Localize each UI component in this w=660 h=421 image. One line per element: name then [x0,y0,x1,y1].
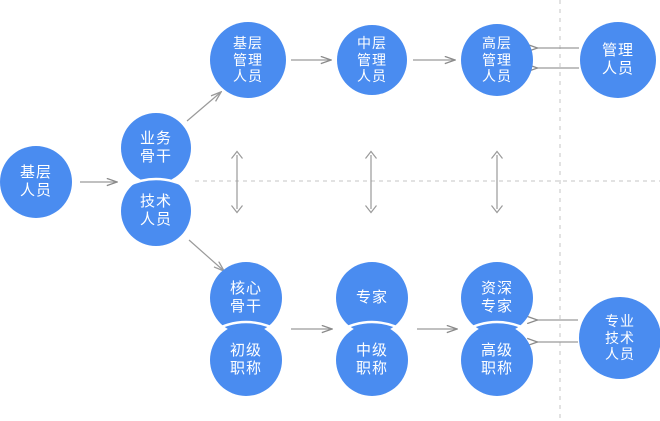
node-title-middle[interactable]: 中级 职称 [336,324,408,396]
node-title-junior[interactable]: 初级 职称 [210,324,282,396]
node-tech-channel[interactable]: 专业 技术 人员 [579,297,660,379]
connector-swap-level-1 [231,150,243,214]
node-mgr-channel[interactable]: 管理 人员 [580,22,656,98]
node-core-backbone[interactable]: 核心 骨干 [210,262,282,334]
connector-swap-level-2 [365,150,377,214]
connector-swap-level-3 [491,150,503,214]
node-mgr-junior[interactable]: 基层 管理 人员 [210,22,286,98]
node-expert-senior[interactable]: 资深 专家 [461,262,533,334]
connector-split-to-mgmt [186,92,221,122]
node-entry[interactable]: 基层 人员 [0,146,72,218]
node-biz-backbone[interactable]: 业务 骨干 [121,113,191,183]
node-expert[interactable]: 专家 [336,262,408,334]
node-mgr-senior[interactable]: 高层 管理 人员 [461,24,533,96]
connector-split-to-tech [188,239,224,271]
node-mgr-middle[interactable]: 中层 管理 人员 [337,25,407,95]
node-tech-staff[interactable]: 技术 人员 [121,176,191,246]
node-title-senior[interactable]: 高级 职称 [461,324,533,396]
